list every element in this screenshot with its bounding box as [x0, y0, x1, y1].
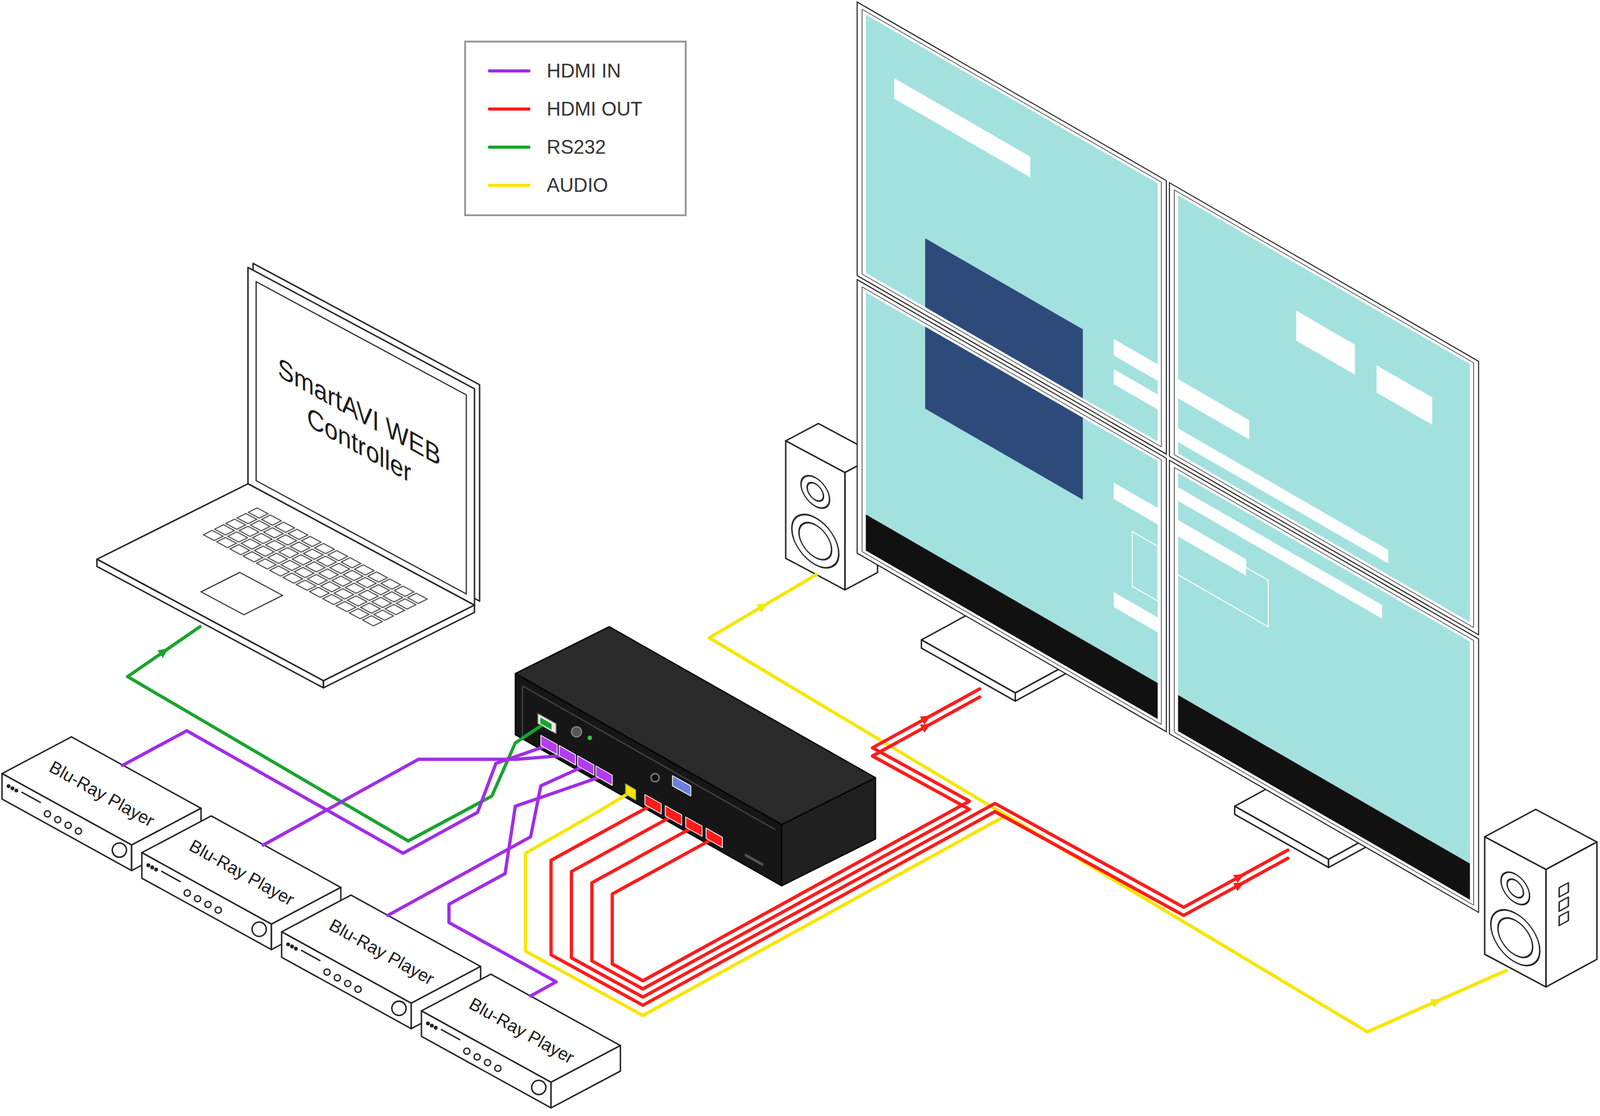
blu-ray-players — [1, 736, 621, 1108]
plugs — [539, 716, 723, 848]
device-label: Blu-Ray Player — [314, 906, 450, 998]
screen-label: SmartAVI WEB Controller — [264, 341, 453, 517]
legend-text: HDMI OUT — [546, 96, 643, 122]
hdmi-out-cable — [591, 697, 980, 989]
hdmi-out-cable — [612, 688, 980, 981]
hdmi-in-cable — [263, 755, 568, 846]
legend-row: HDMI OUT — [466, 96, 685, 122]
node-text: Blu-Ray Player — [178, 831, 305, 915]
audio-cable — [1005, 815, 1506, 1032]
cables — [122, 574, 1507, 1033]
legend-swatch — [487, 69, 531, 73]
device-label: Blu-Ray Player — [174, 827, 310, 919]
legend-swatch — [487, 145, 531, 149]
hdmi-in-cable — [122, 730, 550, 853]
legend-text: RS232 — [546, 134, 607, 160]
legend-row: AUDIO — [466, 173, 685, 199]
device-label: Blu-Ray Player — [454, 985, 590, 1077]
monitor-bottom-left — [857, 279, 1167, 733]
speaker-right — [1484, 809, 1597, 987]
legend-row: RS232 — [466, 134, 685, 160]
node-text: Blu-Ray Player — [458, 989, 585, 1073]
legend-text: HDMI IN — [546, 58, 622, 84]
audio-cable — [525, 574, 1006, 1016]
laptop — [96, 263, 480, 688]
device-label: Blu-Ray Player — [34, 748, 170, 840]
node-text: Blu-Ray Player — [318, 910, 445, 994]
node-text: SmartAVI WEB Controller — [268, 344, 451, 512]
monitor-bottom-right — [1169, 460, 1479, 913]
node-text: Blu-Ray Player — [38, 752, 165, 835]
signal-arrows — [159, 606, 1437, 1004]
legend-text: AUDIO — [546, 173, 608, 199]
legend-swatch — [487, 107, 531, 111]
legend-row: HDMI IN — [466, 58, 685, 84]
legend-box: HDMI IN HDMI OUT RS232AUDIO — [464, 40, 687, 217]
legend-swatch — [487, 183, 531, 187]
hdmi-in-cable — [387, 765, 587, 916]
